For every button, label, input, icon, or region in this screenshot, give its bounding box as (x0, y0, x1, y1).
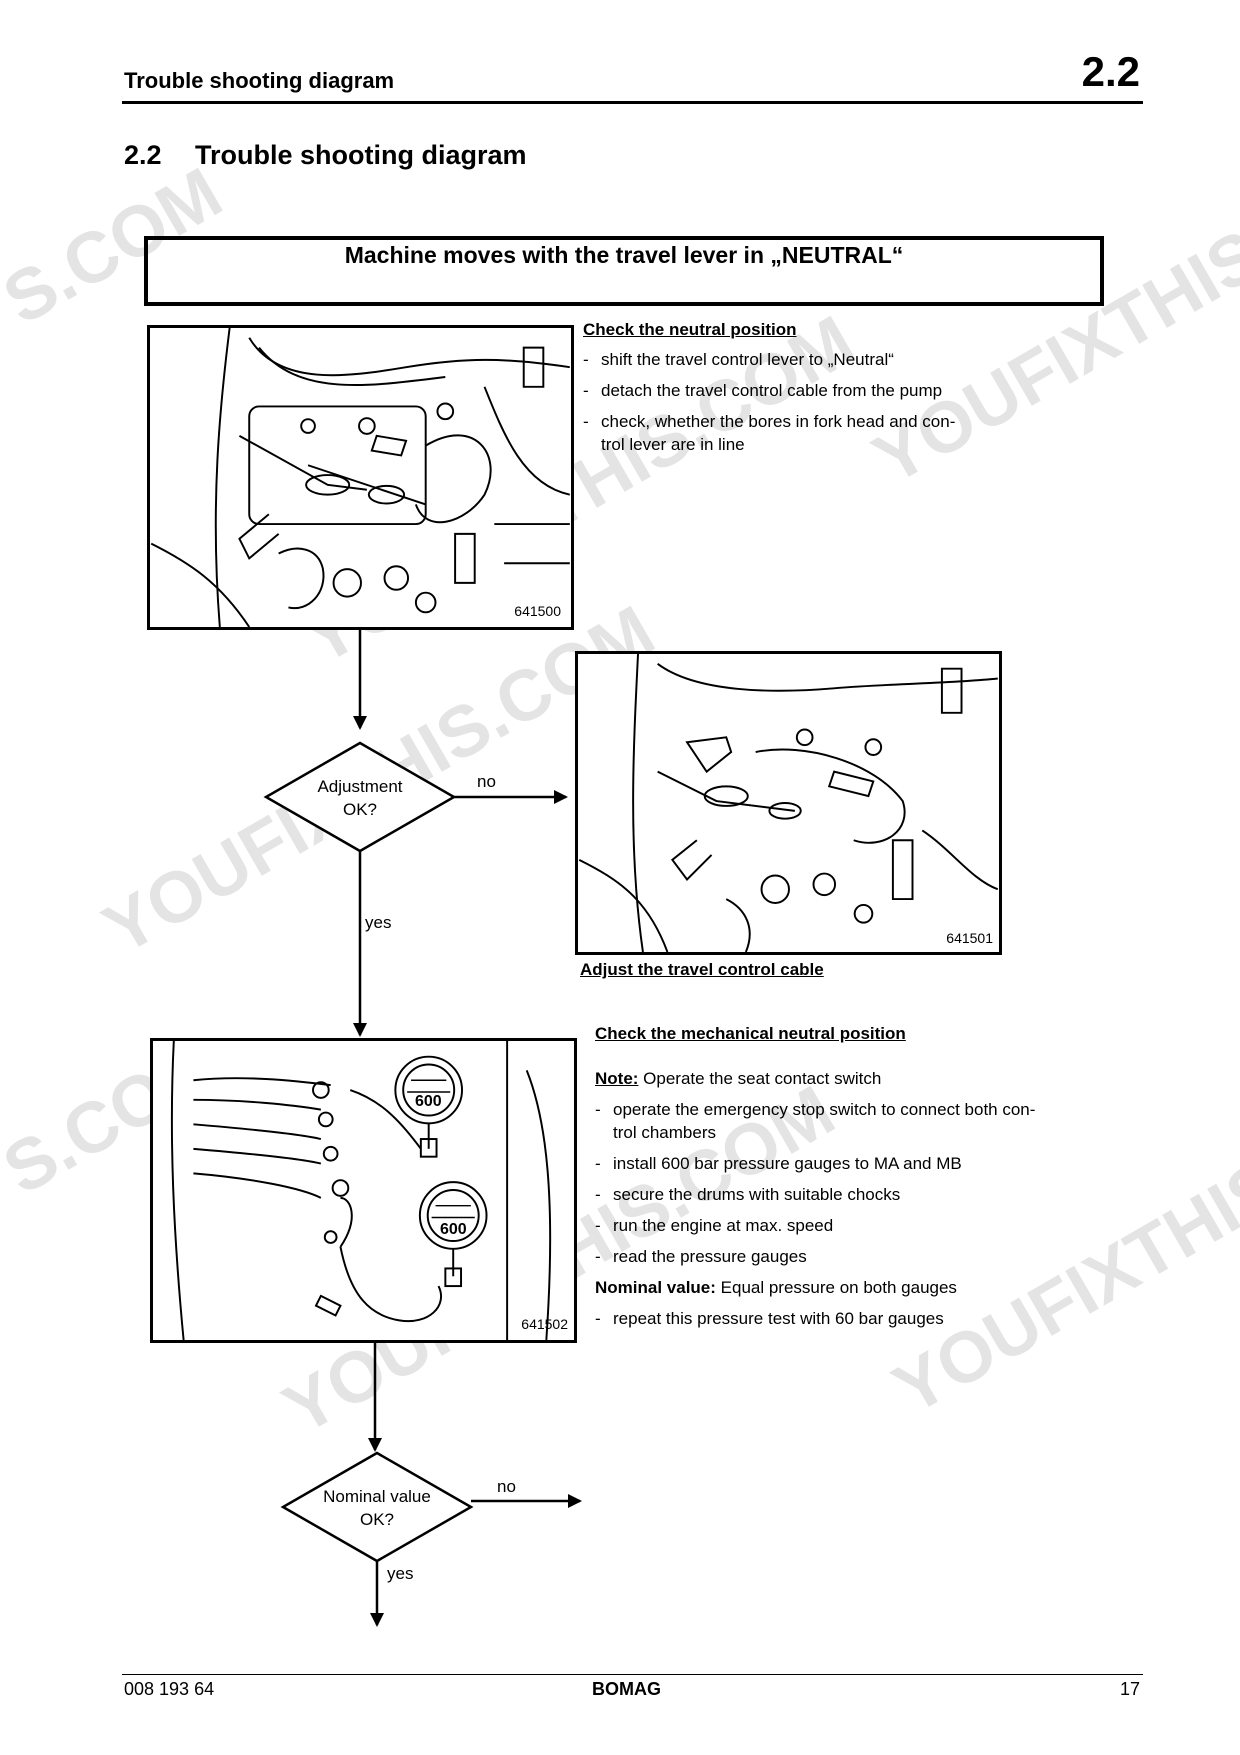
step-item: read the pressure gauges (595, 1245, 1095, 1268)
figure-adjust-cable: 641501 (575, 651, 1002, 955)
footer-rule (122, 1674, 1143, 1675)
problem-banner: Machine moves with the travel lever in „… (144, 236, 1104, 306)
decision-label: Adjustment OK? (290, 775, 430, 821)
gauge-label: 600 (415, 1093, 442, 1110)
cable-adjust-illustration (578, 654, 999, 952)
figure-number: 641500 (514, 603, 561, 619)
step-heading: Check the mechanical neutral position (595, 1024, 906, 1043)
figure-pressure-gauges: 600 600 641502 (150, 1038, 577, 1343)
running-header-title: Trouble shooting diagram (124, 68, 395, 93)
footer-brand: BOMAG (592, 1679, 661, 1699)
step-check-mechanical-neutral: Check the mechanical neutral position No… (595, 1024, 1095, 1338)
step-list: operate the emergency stop switch to con… (595, 1098, 1095, 1268)
gauge-dial-markings (407, 1079, 475, 1219)
footer-doc-number: 008 193 64 (124, 1679, 215, 1699)
section-number: 2.2 (124, 140, 162, 170)
no-label: no (477, 772, 496, 791)
pump-linkage-illustration (150, 328, 571, 627)
note-text: Operate the seat contact switch (638, 1069, 882, 1088)
step-item: install 600 bar pressure gauges to MA an… (595, 1152, 1095, 1175)
decision-label: Nominal value OK? (307, 1485, 447, 1531)
nominal-text: Equal pressure on both gauges (715, 1278, 957, 1297)
step-item: check, whether the bores in fork head an… (583, 410, 1003, 456)
nominal-value: Nominal value: Equal pressure on both ga… (595, 1276, 1095, 1299)
gauge-label: 600 (440, 1221, 467, 1238)
yes-label: yes (387, 1564, 414, 1583)
footer-page-number: 17 (1119, 1679, 1140, 1699)
no-label: no (497, 1477, 516, 1496)
step-item: detach the travel control cable from the… (583, 379, 1003, 402)
pressure-gauge-illustration (170, 1041, 552, 1340)
nominal-label: Nominal value: (595, 1278, 716, 1297)
step-item: operate the emergency stop switch to con… (595, 1098, 1095, 1144)
section-title: Trouble shooting diagram (195, 140, 527, 170)
note-label: Note: (595, 1069, 639, 1088)
step-item: secure the drums with suitable chocks (595, 1183, 1095, 1206)
figure-number: 641502 (521, 1316, 568, 1332)
running-header-section: 2.2 (1081, 48, 1140, 95)
step-item: shift the travel control lever to „Neutr… (583, 348, 1003, 371)
yes-label: yes (365, 913, 392, 932)
header-rule (122, 101, 1143, 104)
step-list: shift the travel control lever to „Neutr… (583, 348, 1003, 456)
step-item: run the engine at max. speed (595, 1214, 1095, 1237)
decision-text-line: Adjustment (317, 777, 403, 796)
problem-banner-text: Machine moves with the travel lever in „… (344, 242, 904, 268)
step-list: repeat this pressure test with 60 bar ga… (595, 1307, 1095, 1330)
step-item: repeat this pressure test with 60 bar ga… (595, 1307, 1095, 1330)
figure-number: 641501 (946, 930, 993, 946)
adjust-caption: Adjust the travel control cable (580, 960, 824, 979)
step-heading: Check the neutral position (583, 320, 797, 339)
decision-text-line: OK? (342, 800, 378, 819)
figure-neutral-position: 641500 (147, 325, 574, 630)
note: Note: Operate the seat contact switch (595, 1067, 1095, 1090)
decision-text-line: OK? (359, 1510, 395, 1529)
step-check-neutral: Check the neutral position shift the tra… (583, 320, 1003, 464)
decision-text-line: Nominal value (323, 1487, 431, 1506)
